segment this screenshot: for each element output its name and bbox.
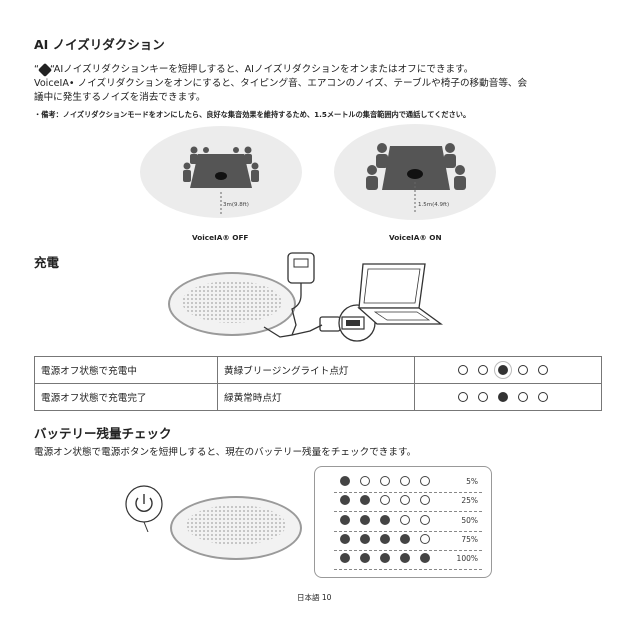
led-dot bbox=[478, 364, 488, 375]
battery-dot bbox=[340, 553, 350, 563]
state-cell: 電源オフ状態で充電中 bbox=[34, 356, 218, 384]
led-dot bbox=[538, 391, 548, 402]
battery-dot bbox=[400, 515, 410, 525]
led-dot bbox=[458, 391, 468, 402]
led-dot bbox=[518, 364, 528, 375]
led-indicator-cell bbox=[414, 356, 602, 384]
table-row: 電源オフ状態で充電完了 緑黄常時点灯 bbox=[34, 383, 602, 411]
state-cell: 電源オフ状態で充電完了 bbox=[34, 383, 218, 411]
battery-dot bbox=[420, 553, 430, 563]
battery-dot bbox=[400, 495, 410, 505]
charging-table: 電源オフ状態で充電中 黄緑ブリージングライト点灯 電源オフ状態で充電完了 緑黄常… bbox=[34, 356, 602, 411]
section-title-charge: 充電 bbox=[34, 255, 60, 270]
table-row: 電源オフ状態で充電中 黄緑ブリージングライト点灯 bbox=[34, 356, 602, 384]
battery-percent: 50% bbox=[461, 516, 478, 525]
battery-dot bbox=[400, 553, 410, 563]
battery-dot bbox=[360, 534, 370, 544]
battery-dot bbox=[400, 476, 410, 486]
battery-dot bbox=[340, 534, 350, 544]
speaker-illustration bbox=[170, 496, 302, 560]
on-distance: 1.5m(4.9ft) bbox=[418, 202, 450, 208]
para1: “ ” “AIノイズリダクションキーを短押しすると、AIノイズリダクションをオン… bbox=[34, 64, 474, 75]
battery-dot bbox=[380, 476, 390, 486]
battery-dot bbox=[360, 515, 370, 525]
battery-dot bbox=[360, 553, 370, 563]
led-dot bbox=[478, 391, 488, 402]
noise-on-illustration bbox=[334, 124, 496, 220]
battery-dot bbox=[400, 534, 410, 544]
battery-dot bbox=[420, 495, 430, 505]
battery-percent: 25% bbox=[461, 496, 478, 505]
section-title-battery: バッテリー残量チェック bbox=[34, 426, 172, 441]
battery-percent: 75% bbox=[461, 535, 478, 544]
battery-level-row: 25% bbox=[334, 492, 482, 512]
battery-dot bbox=[380, 534, 390, 544]
battery-dot bbox=[380, 553, 390, 563]
led-dot bbox=[518, 391, 528, 402]
battery-level-row: 75% bbox=[334, 531, 482, 551]
battery-dot bbox=[380, 515, 390, 525]
battery-percent: 5% bbox=[466, 477, 478, 486]
power-button-callout bbox=[125, 485, 163, 532]
off-distance: 3m(9.8ft) bbox=[223, 202, 249, 208]
speaker-illustration bbox=[168, 272, 296, 336]
ai-note: ・備考：ノイズリダクションモードをオンにしたら、良好な集音効果を維持するため、1… bbox=[34, 110, 471, 119]
on-caption: VoiceIA® ON bbox=[389, 233, 442, 242]
led-indicator-cell bbox=[414, 383, 602, 411]
noise-off-illustration bbox=[140, 126, 302, 218]
off-caption: VoiceIA® OFF bbox=[192, 233, 249, 242]
battery-level-row: 5% bbox=[334, 473, 482, 493]
battery-dot bbox=[360, 495, 370, 505]
led-cell: 緑黄常時点灯 bbox=[217, 383, 415, 411]
led-dot-blinking bbox=[498, 364, 508, 375]
para2: VoiceIA• ノイズリダクションをオンにすると、タイピング音、エアコンのノイ… bbox=[34, 78, 528, 89]
laptop-icon bbox=[357, 263, 443, 325]
battery-level-row: 100% bbox=[334, 550, 482, 570]
battery-dot bbox=[420, 476, 430, 486]
battery-dot bbox=[360, 476, 370, 486]
battery-percent: 100% bbox=[456, 554, 478, 563]
ai-paragraph: “ ” “AIノイズリダクションキーを短押しすると、AIノイズリダクションをオン… bbox=[34, 62, 604, 105]
led-cell: 黄緑ブリージングライト点灯 bbox=[217, 356, 415, 384]
usb-cable-illustration bbox=[263, 252, 376, 342]
battery-dot bbox=[420, 515, 430, 525]
para3: 議中に発生するノイズを消去できます。 bbox=[34, 92, 206, 103]
battery-levels-box bbox=[314, 466, 492, 578]
led-dot bbox=[538, 364, 548, 375]
battery-dot bbox=[380, 495, 390, 505]
page-footer: 日本語 10 bbox=[297, 593, 332, 602]
battery-dot bbox=[420, 534, 430, 544]
battery-desc: 電源オン状態で電源ボタンを短押しすると、現在のバッテリー残量をチェックできます。 bbox=[34, 447, 417, 458]
battery-dot bbox=[340, 515, 350, 525]
battery-level-row: 50% bbox=[334, 512, 482, 532]
battery-dot bbox=[340, 495, 350, 505]
led-dot-lit bbox=[498, 391, 508, 402]
battery-dot bbox=[340, 476, 350, 486]
section-title-ai: AI ノイズリダクション bbox=[34, 37, 165, 52]
led-dot bbox=[458, 364, 468, 375]
